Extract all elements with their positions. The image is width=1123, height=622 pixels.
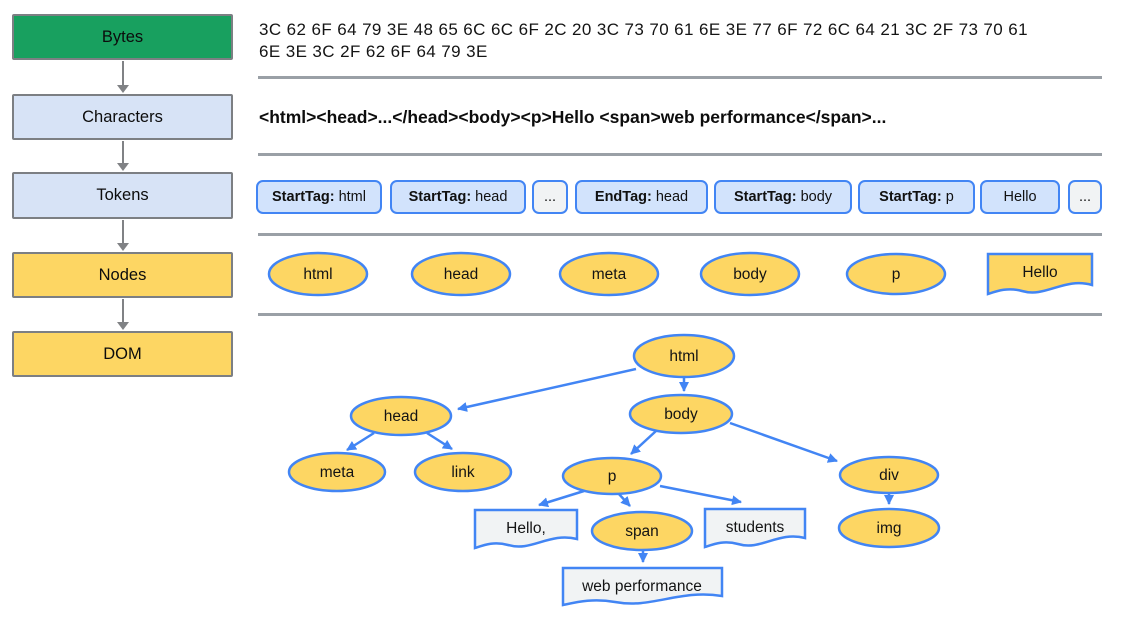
tree-node-meta: meta (287, 451, 387, 493)
stage-label-bytes: Bytes (101, 27, 144, 46)
tree-node-label: p (608, 468, 617, 485)
tree-node-span: span (590, 510, 694, 552)
stage-box-bytes: Bytes (12, 14, 233, 60)
tree-node-label: head (384, 408, 418, 425)
tree-node-label: span (625, 523, 659, 540)
token-text-hello: Hello (980, 180, 1060, 214)
down-arrow-icon (115, 299, 131, 330)
tree-node-label: Hello, (506, 520, 546, 537)
tree-node-students-text: students (703, 507, 807, 549)
edge-p-hello (538, 489, 585, 508)
tree-node-div: div (838, 455, 940, 495)
node-doc-hello: Hello (986, 252, 1094, 296)
token-value: head (655, 189, 689, 205)
node-ellipse-head: head (410, 251, 512, 297)
token-ellipsis: ... (1068, 180, 1102, 214)
stage-label-characters: Characters (82, 107, 163, 126)
tree-node-img: img (837, 507, 941, 549)
token-type-label: StartTag: (408, 189, 472, 205)
row-divider (258, 76, 1102, 79)
edge-p-span (617, 492, 631, 507)
edge-head-link (426, 431, 453, 451)
node-label: html (303, 266, 332, 283)
token-value: body (800, 189, 833, 205)
row-divider (258, 313, 1102, 316)
tree-node-label: div (879, 467, 899, 484)
token-value: ... (543, 189, 557, 205)
row-divider (258, 153, 1102, 156)
edge-body-p (630, 430, 657, 455)
bytes-hex-line2: 6E 3E 3C 2F 62 6F 64 79 3E (259, 41, 488, 61)
edge-head-meta (346, 431, 375, 452)
node-ellipse-html: html (267, 251, 369, 297)
node-label: body (733, 266, 767, 283)
token-value: Hello (1003, 189, 1037, 205)
down-arrow-icon (115, 61, 131, 93)
edge-html-head (457, 367, 637, 412)
stage-label-nodes: Nodes (98, 265, 147, 284)
node-label: meta (592, 266, 627, 283)
tree-node-label: web performance (581, 578, 702, 595)
tree-node-p: p (561, 456, 663, 496)
token-type-label: StartTag: (272, 189, 335, 205)
tree-node-html: html (632, 333, 736, 379)
token-ellipsis: ... (532, 180, 568, 214)
bytes-hex-text: 3C 62 6F 64 79 3E 48 65 6C 6C 6F 2C 20 3… (259, 19, 1059, 62)
node-ellipse-body: body (699, 251, 801, 297)
node-ellipse-p: p (845, 252, 947, 296)
characters-markup-text: <html><head>...</head><body><p>Hello <sp… (259, 107, 887, 127)
token-type-label: StartTag: (879, 189, 942, 205)
stage-box-nodes: Nodes (12, 252, 233, 298)
tree-node-label: meta (320, 464, 355, 481)
stage-label-dom: DOM (103, 344, 142, 363)
token-value: p (945, 189, 954, 205)
tree-node-label: body (664, 406, 698, 423)
node-label: head (444, 266, 478, 283)
tree-node-label: img (877, 520, 902, 537)
edge-p-students (659, 484, 742, 506)
token-starttag-head: StartTag: head (390, 180, 526, 214)
tree-node-link: link (413, 451, 513, 493)
token-starttag-p: StartTag: p (858, 180, 975, 214)
token-endtag-head: EndTag: head (575, 180, 708, 214)
row-divider (258, 233, 1102, 236)
tree-node-hello-text: Hello, (473, 508, 579, 550)
tree-node-body: body (628, 393, 734, 435)
tree-node-label: html (669, 348, 698, 365)
token-value: html (338, 189, 366, 205)
tree-node-label: link (451, 464, 475, 481)
stage-box-tokens: Tokens (12, 172, 233, 219)
token-starttag-html: StartTag: html (256, 180, 382, 214)
stage-box-characters: Characters (12, 94, 233, 140)
bytes-hex-line1: 3C 62 6F 64 79 3E 48 65 6C 6C 6F 2C 20 3… (259, 20, 1028, 39)
token-type-label: EndTag: (594, 189, 652, 205)
tree-node-webperf-text: web performance (561, 566, 724, 607)
token-value: ... (1078, 189, 1092, 205)
tree-node-head: head (349, 395, 453, 437)
node-label: p (892, 266, 901, 283)
node-label: Hello (1022, 264, 1057, 281)
tree-node-label: students (726, 519, 785, 536)
down-arrow-icon (115, 220, 131, 251)
down-arrow-icon (115, 141, 131, 171)
stage-label-tokens: Tokens (96, 186, 149, 204)
edge-body-div (729, 421, 838, 463)
stage-box-dom: DOM (12, 331, 233, 377)
node-ellipse-meta: meta (558, 251, 660, 297)
token-starttag-body: StartTag: body (714, 180, 852, 214)
token-value: head (475, 189, 508, 205)
token-type-label: StartTag: (733, 189, 797, 205)
